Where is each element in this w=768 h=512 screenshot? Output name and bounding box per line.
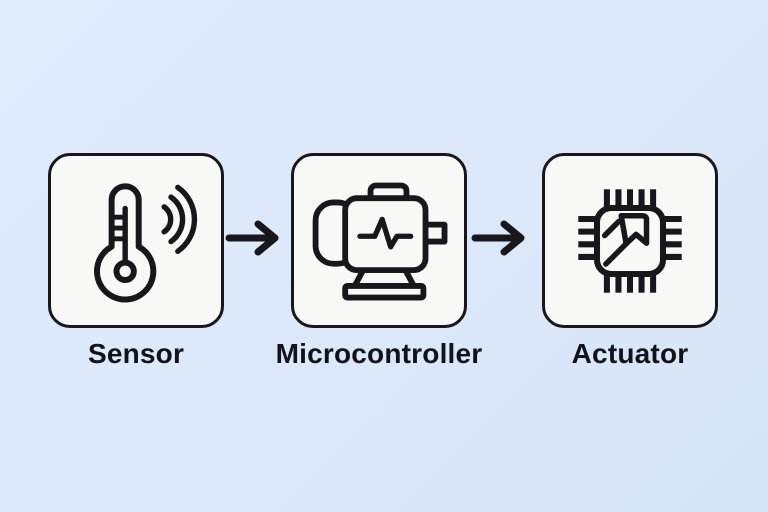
- node-label-microcontroller: Microcontroller: [275, 338, 483, 369]
- node-microcontroller: [291, 153, 467, 328]
- arrow-right-icon: [225, 220, 279, 256]
- motor-icon: [312, 182, 448, 301]
- node-label-actuator: Actuator: [571, 338, 689, 369]
- thermometer-signal-icon: [94, 182, 198, 302]
- node-actuator: [542, 153, 718, 328]
- chip-icon: [578, 188, 682, 293]
- node-label-sensor: Sensor: [87, 338, 185, 369]
- node-sensor: [48, 153, 224, 328]
- arrow-right-icon: [471, 220, 525, 256]
